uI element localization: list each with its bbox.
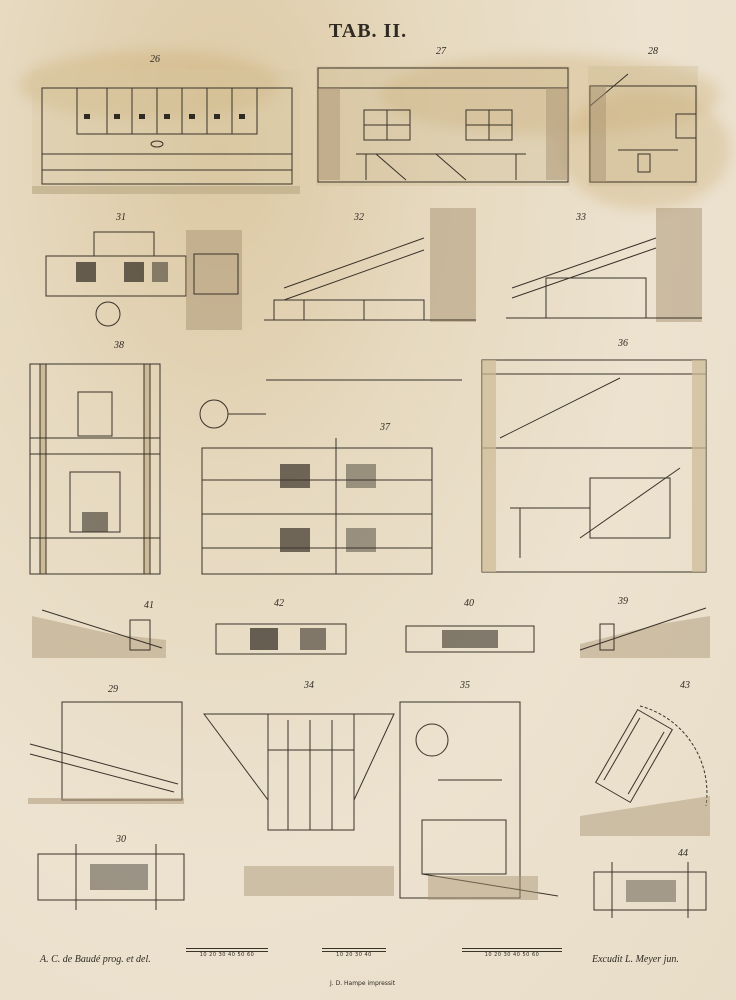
figure-36-drawing xyxy=(481,359,707,573)
figure-label: 41 xyxy=(144,600,154,611)
figure-40: 40 xyxy=(404,598,536,654)
figure-32-drawing xyxy=(264,208,476,322)
figure-label: 36 xyxy=(618,338,628,349)
figure-label: 29 xyxy=(108,684,118,695)
figure-42-drawing xyxy=(215,623,347,655)
figure-31-drawing xyxy=(45,230,242,330)
figure-37: 37 xyxy=(196,374,462,586)
figure-26-drawing xyxy=(32,70,300,194)
credit-left: A. C. de Baudé prog. et del. xyxy=(40,954,151,965)
figure-label: 26 xyxy=(150,54,160,65)
credit-right: Excudit L. Meyer jun. xyxy=(592,954,679,965)
plate-title: TAB. II. xyxy=(328,20,408,42)
figure-29: 29 xyxy=(28,684,184,804)
scale-label: 10 20 30 40 xyxy=(336,952,372,958)
figure-40-drawing xyxy=(405,625,535,653)
figure-33: 33 xyxy=(506,208,702,328)
figure-label: 43 xyxy=(680,680,690,691)
figure-44-drawing xyxy=(593,862,707,918)
figure-30-drawing xyxy=(37,844,185,910)
figure-label: 27 xyxy=(436,46,446,57)
figure-label: 39 xyxy=(618,596,628,607)
figure-label: 28 xyxy=(648,46,658,57)
figure-label: 30 xyxy=(116,834,126,845)
figure-34-drawing xyxy=(203,713,395,896)
figure-41: 41 xyxy=(32,600,166,658)
figure-label: 42 xyxy=(274,598,284,609)
figure-34: 34 xyxy=(203,680,395,900)
figure-label: 31 xyxy=(116,212,126,223)
figure-label: 40 xyxy=(464,598,474,609)
scale-label: 10 20 30 40 50 60 xyxy=(484,952,540,958)
figure-33-drawing xyxy=(506,208,702,322)
figure-29-drawing xyxy=(28,701,184,804)
scale-bar: 10 20 30 40 50 60 xyxy=(186,944,268,958)
figure-label: 38 xyxy=(114,340,124,351)
scale-bar: 10 20 30 40 xyxy=(322,944,386,958)
figure-27: 27 xyxy=(316,46,570,186)
figure-41-drawing xyxy=(32,609,166,658)
figure-35: 35 xyxy=(398,680,570,900)
paper-stain xyxy=(20,50,280,120)
figure-label: 37 xyxy=(380,422,390,433)
figure-28: 28 xyxy=(588,46,698,186)
scale-bar: 10 20 30 40 50 60 xyxy=(462,944,562,958)
figure-35-drawing xyxy=(399,701,559,900)
figure-27-drawing xyxy=(316,66,570,186)
figure-39-drawing xyxy=(579,607,710,658)
figure-30: 30 xyxy=(36,834,186,914)
printer-credit: J. D. Hampe impressit xyxy=(330,980,396,987)
figure-36: 36 xyxy=(480,338,708,576)
figure-31: 31 xyxy=(36,212,242,336)
figure-42: 42 xyxy=(214,598,348,656)
figure-label: 44 xyxy=(678,848,688,859)
scale-label: 10 20 30 40 50 60 xyxy=(199,952,255,958)
figure-28-drawing xyxy=(588,66,698,186)
figure-44: 44 xyxy=(592,848,708,922)
figure-39: 39 xyxy=(579,594,710,658)
figure-label: 35 xyxy=(460,680,470,691)
figure-label: 34 xyxy=(304,680,314,691)
figure-38-drawing xyxy=(29,363,161,575)
figure-43: 43 xyxy=(580,680,710,836)
figure-32: 32 xyxy=(264,208,476,328)
figure-38: 38 xyxy=(28,340,162,576)
figure-43-drawing xyxy=(580,705,710,836)
figure-label: 32 xyxy=(354,212,364,223)
figure-label: 33 xyxy=(576,212,586,223)
figure-26: 26 xyxy=(32,54,300,194)
figure-37-drawing xyxy=(199,379,462,575)
